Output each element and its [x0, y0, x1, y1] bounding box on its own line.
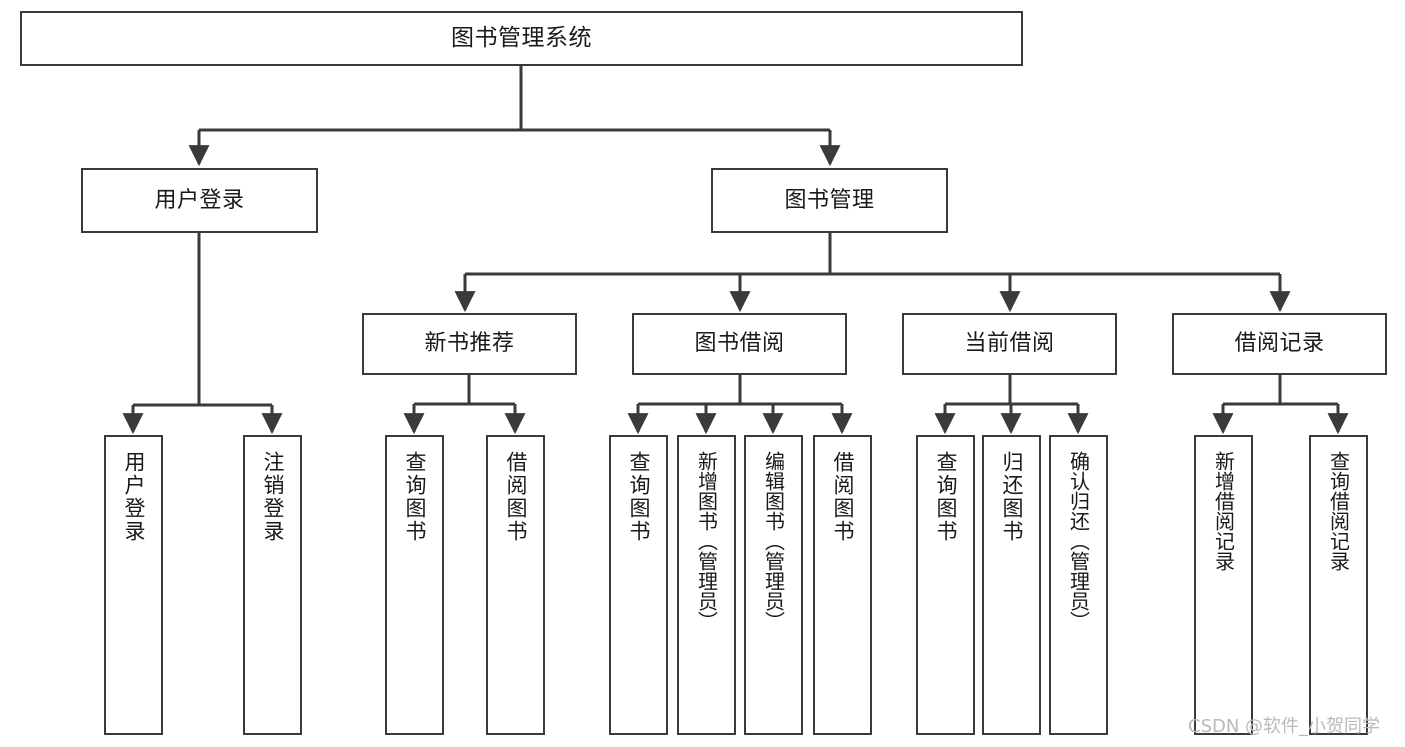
node-user-login-label: 用户登录 [154, 187, 245, 213]
node-root[interactable]: 图书管理系统 [20, 11, 1023, 66]
node-book-manage-label: 图书管理 [784, 187, 875, 213]
node-leaf-edit-book-label: 编辑图书（管理员） [761, 451, 786, 631]
node-leaf-user-login[interactable]: 用户登录 [104, 435, 163, 735]
node-new-book-rec[interactable]: 新书推荐 [362, 313, 577, 375]
node-leaf-query-book-3-label: 查询图书 [934, 451, 958, 543]
node-leaf-confirm-return-label: 确认归还（管理员） [1066, 451, 1091, 631]
node-leaf-add-record-label: 新增借阅记录 [1211, 451, 1236, 571]
node-leaf-add-record[interactable]: 新增借阅记录 [1194, 435, 1253, 735]
node-leaf-logout-label: 注销登录 [261, 451, 285, 543]
node-borrow-record-label: 借阅记录 [1234, 331, 1325, 357]
node-user-login[interactable]: 用户登录 [81, 168, 318, 233]
node-new-book-rec-label: 新书推荐 [424, 331, 515, 357]
node-leaf-query-book-3[interactable]: 查询图书 [916, 435, 975, 735]
node-leaf-query-record-label: 查询借阅记录 [1326, 451, 1351, 571]
node-leaf-borrow-book-2[interactable]: 借阅图书 [813, 435, 872, 735]
node-current-borrow-label: 当前借阅 [964, 331, 1055, 357]
node-book-borrow[interactable]: 图书借阅 [632, 313, 847, 375]
node-root-label: 图书管理系统 [451, 24, 592, 51]
node-leaf-logout[interactable]: 注销登录 [243, 435, 302, 735]
node-leaf-borrow-book-1[interactable]: 借阅图书 [486, 435, 545, 735]
node-leaf-confirm-return[interactable]: 确认归还（管理员） [1049, 435, 1108, 735]
node-leaf-add-book-label: 新增图书（管理员） [694, 451, 719, 631]
node-leaf-return-book-label: 归还图书 [1000, 451, 1024, 543]
node-leaf-borrow-book-1-label: 借阅图书 [504, 451, 528, 543]
node-leaf-borrow-book-2-label: 借阅图书 [831, 451, 855, 543]
node-leaf-add-book[interactable]: 新增图书（管理员） [677, 435, 736, 735]
node-leaf-user-login-label: 用户登录 [122, 451, 146, 543]
node-leaf-query-book-1[interactable]: 查询图书 [385, 435, 444, 735]
node-book-borrow-label: 图书借阅 [694, 331, 785, 357]
node-leaf-query-book-2[interactable]: 查询图书 [609, 435, 668, 735]
node-leaf-query-record[interactable]: 查询借阅记录 [1309, 435, 1368, 735]
node-leaf-return-book[interactable]: 归还图书 [982, 435, 1041, 735]
node-borrow-record[interactable]: 借阅记录 [1172, 313, 1387, 375]
node-leaf-edit-book[interactable]: 编辑图书（管理员） [744, 435, 803, 735]
watermark: CSDN @软件_小贺同学 [1188, 716, 1381, 737]
node-book-manage[interactable]: 图书管理 [711, 168, 948, 233]
node-leaf-query-book-1-label: 查询图书 [403, 451, 427, 543]
node-leaf-query-book-2-label: 查询图书 [627, 451, 651, 543]
node-current-borrow[interactable]: 当前借阅 [902, 313, 1117, 375]
